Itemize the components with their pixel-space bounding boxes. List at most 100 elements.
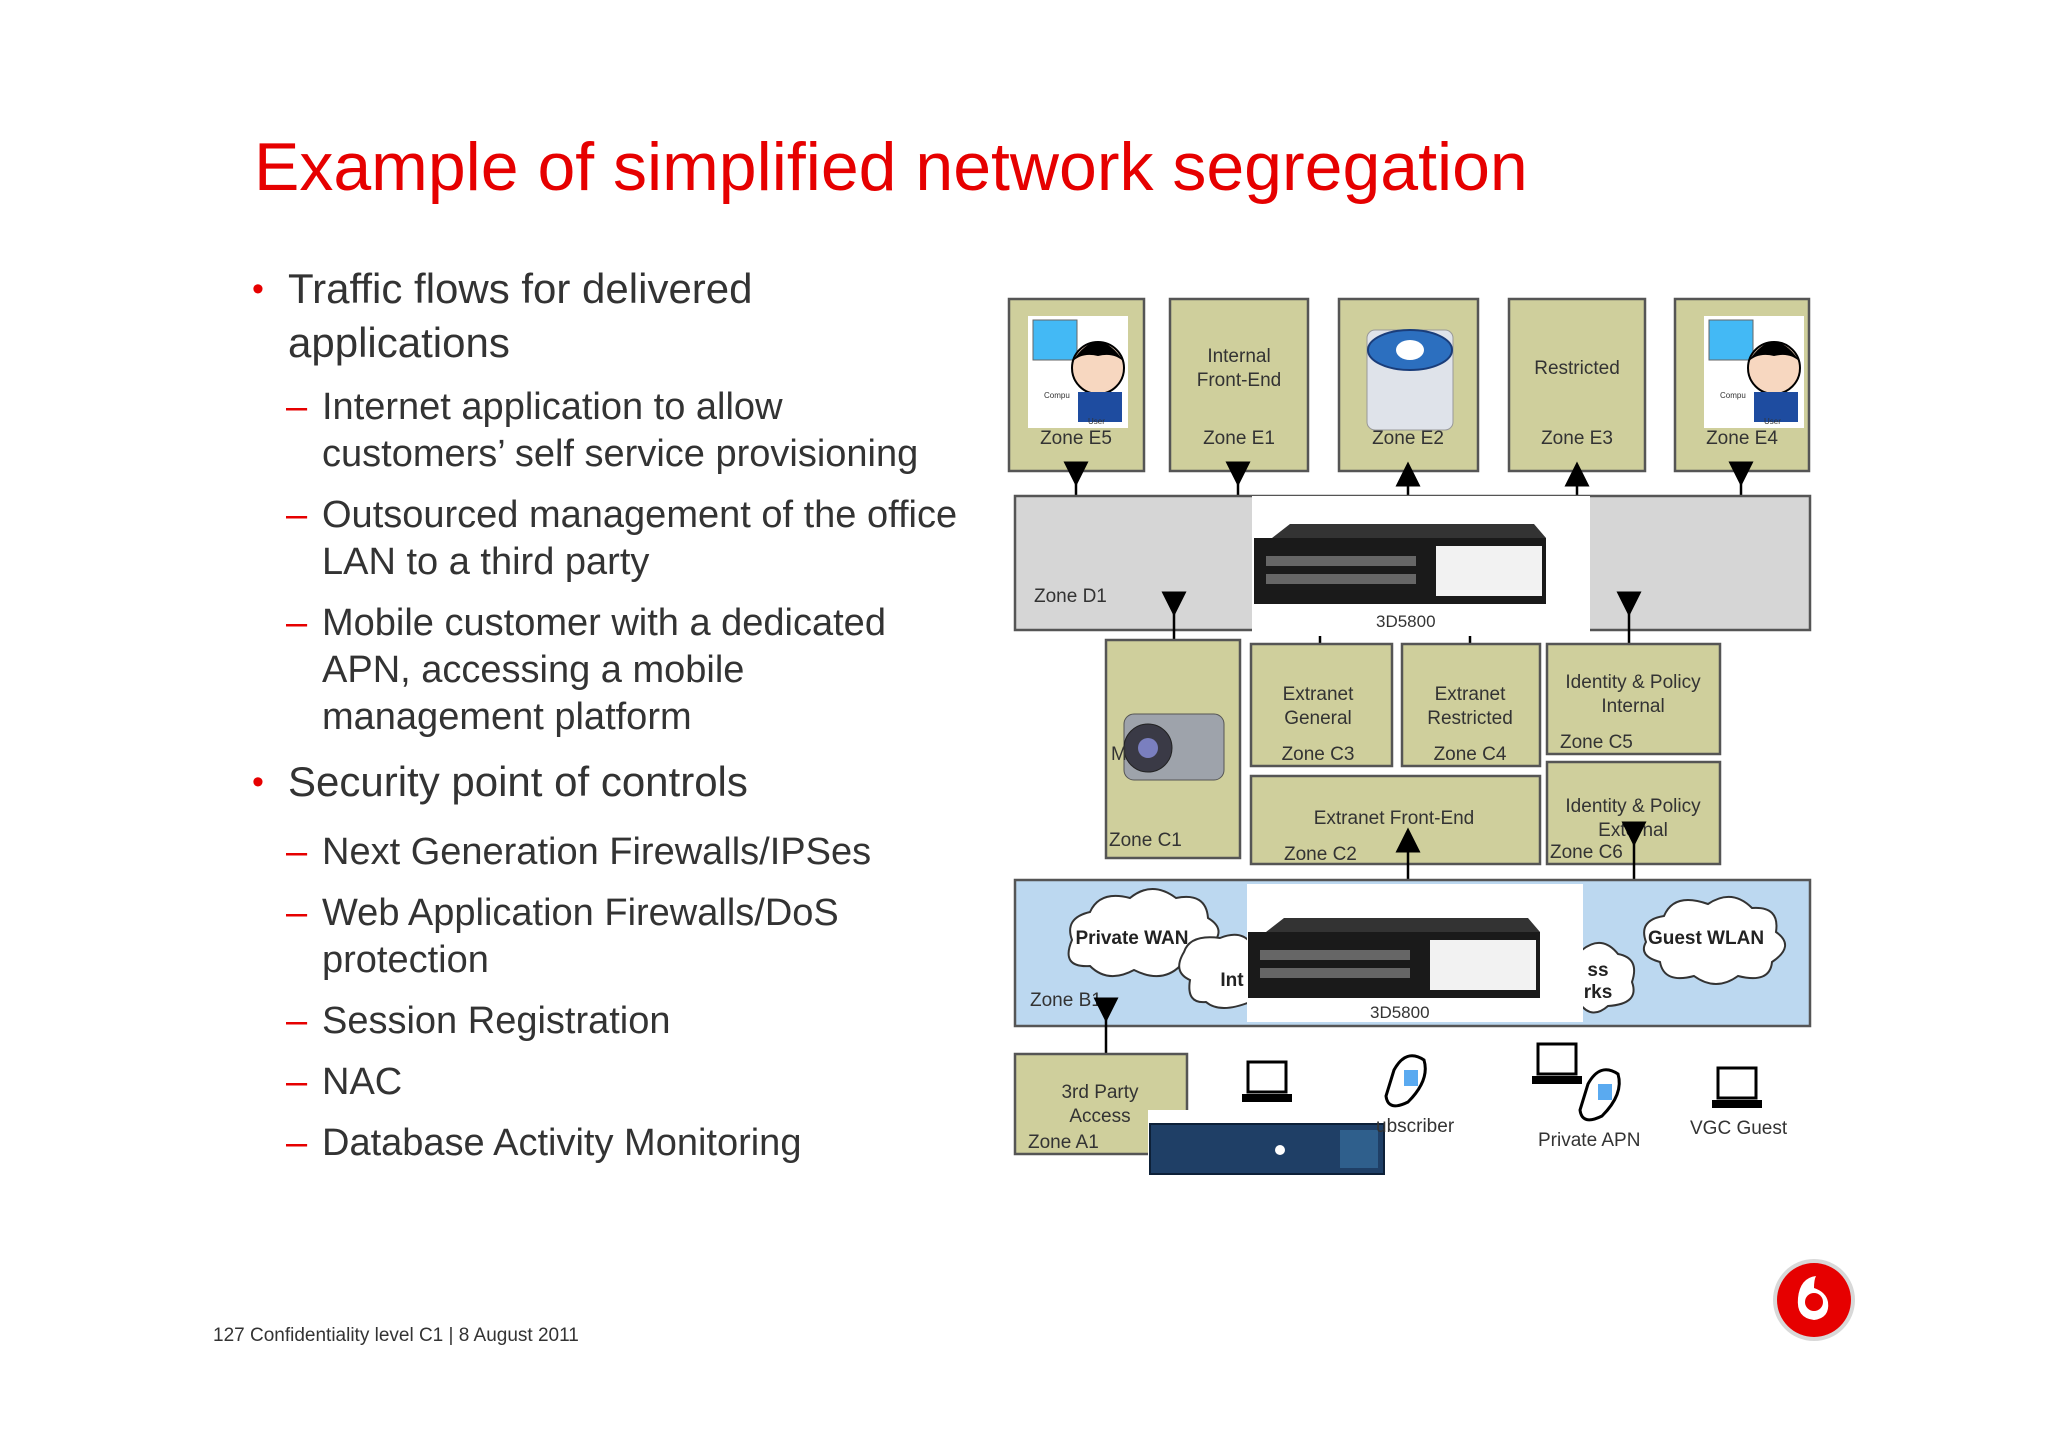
zone-label: Zone C4: [1434, 744, 1507, 765]
bullet-level2: –Outsourced management of the office LAN…: [252, 492, 972, 586]
bullet-level2: –Internet application to allow customers…: [252, 384, 972, 478]
zone-label: Zone B1: [1030, 990, 1102, 1011]
zone-title: General: [1284, 708, 1352, 729]
computer-label: Compu: [1044, 391, 1070, 400]
zone-title: Internal: [1207, 346, 1270, 367]
dash-marker: –: [286, 831, 308, 873]
firewall-device-top: 3D5800: [1252, 496, 1590, 640]
zone-c3: Extranet General Zone C3: [1249, 642, 1394, 768]
cloud-label: rks: [1584, 982, 1613, 1003]
zone-label: Zone E5: [1040, 428, 1112, 449]
endpoint-label: Private APN: [1538, 1130, 1640, 1151]
zone-label: Zone C5: [1560, 732, 1633, 753]
cloud-guest-wlan: Guest WLAN: [1642, 896, 1786, 985]
device-label: 3D5800: [1376, 612, 1436, 631]
cloud-private-wan: Private WAN: [1067, 888, 1220, 977]
bullet-text: Mobile customer with a dedicated APN, ac…: [322, 602, 886, 738]
firewall-device-bottom: 3D5800: [1247, 884, 1583, 1022]
network-diagram: .zbox { fill:#cfcf9c; stroke:#555; strok…: [1007, 297, 1812, 1176]
bullet-list: Traffic flows for delivered applications…: [252, 262, 972, 1167]
bullet-level1: Security point of controls: [252, 755, 972, 809]
zone-title: Restricted: [1427, 708, 1513, 729]
zone-title: Identity & Policy: [1565, 672, 1701, 693]
zone-title: Front-End: [1197, 370, 1281, 391]
zone-c2: Extranet Front-End Zone C2: [1249, 774, 1542, 866]
cloud-label: Guest WLAN: [1648, 928, 1764, 949]
bullet-text: Web Application Firewalls/DoS protection: [322, 892, 839, 981]
zone-c5: Identity & Policy Internal Zone C5: [1545, 642, 1722, 756]
dash-marker: –: [286, 1122, 308, 1164]
zone-label: Zone C6: [1550, 842, 1623, 863]
zone-title: Extranet: [1435, 684, 1506, 705]
user-label: User: [1764, 417, 1781, 426]
zone-label: Zone E1: [1203, 428, 1275, 449]
zone-title: Restricted: [1534, 358, 1620, 379]
zone-label: Zone D1: [1034, 586, 1107, 607]
laptop-icon: [1716, 1066, 1758, 1100]
bullet-level2: –NAC: [252, 1059, 972, 1106]
zone-e5: Compu User Zone E5: [1007, 297, 1146, 473]
vodafone-logo-icon: [1773, 1259, 1855, 1341]
bullet-level1: Traffic flows for delivered applications: [252, 262, 972, 370]
zone-c4: Extranet Restricted Zone C4: [1400, 642, 1542, 768]
computer-icon: [1032, 319, 1078, 361]
zone-e4: Compu User Zone E4: [1673, 297, 1811, 473]
device-label: 3D5800: [1370, 1003, 1430, 1022]
cloud-internet: Int: [1178, 933, 1251, 1009]
laptop-icon: [1536, 1042, 1578, 1076]
cloud-label: ss: [1587, 960, 1608, 981]
bullet-level2: –Database Activity Monitoring: [252, 1120, 972, 1167]
zone-e1: Internal Front-End Zone E1: [1168, 297, 1310, 473]
vgc-guest-endpoint: VGC Guest: [1690, 1066, 1788, 1139]
bullet-level2: –Web Application Firewalls/DoS protectio…: [252, 890, 972, 984]
bullet-text: Next Generation Firewalls/IPSes: [322, 831, 872, 873]
zone-label: Zone C2: [1284, 844, 1357, 865]
computer-label: Compu: [1720, 391, 1746, 400]
zone-title: Access: [1069, 1106, 1130, 1127]
zone-label: Zone C3: [1282, 744, 1355, 765]
bullet-text: Outsourced management of the office LAN …: [322, 494, 958, 583]
bullet-text: Session Registration: [322, 1000, 671, 1042]
dash-marker: –: [286, 1000, 308, 1042]
zone-title: Internal: [1601, 696, 1664, 717]
computer-icon: [1708, 319, 1754, 361]
zone-e2: Zone E2: [1337, 297, 1480, 473]
subscriber-endpoint: ubscriber: [1376, 1054, 1455, 1137]
slide-title: Example of simplified network segregatio…: [254, 129, 1528, 205]
zone-title: 3rd Party: [1061, 1082, 1139, 1103]
bullet-text: Database Activity Monitoring: [322, 1122, 802, 1164]
zone-label: Zone E3: [1541, 428, 1613, 449]
zone-label: Zone A1: [1028, 1132, 1099, 1153]
bullet-text: Internet application to allow customers’…: [322, 386, 919, 475]
dash-marker: –: [286, 1061, 308, 1103]
bullet-level2: –Session Registration: [252, 998, 972, 1045]
bullet-level2: –Next Generation Firewalls/IPSes: [252, 829, 972, 876]
zone-e3: Restricted Zone E3: [1507, 297, 1647, 473]
cloud-networks: ss rks: [1578, 942, 1636, 1014]
endpoint-label: VGC Guest: [1690, 1118, 1788, 1139]
bullet-text: Security point of controls: [288, 758, 748, 805]
zone-label: Zone E2: [1372, 428, 1444, 449]
zone-label: Zone C1: [1109, 830, 1182, 851]
dash-marker: –: [286, 386, 308, 428]
zone-title: Extranet Front-End: [1314, 808, 1475, 829]
laptop-icon: [1242, 1060, 1292, 1102]
cloud-label: Private WAN: [1076, 928, 1189, 949]
dash-marker: –: [286, 494, 308, 536]
zone-title: Extranet: [1283, 684, 1354, 705]
bullet-text: Traffic flows for delivered applications: [288, 265, 753, 366]
bullet-level2: –Mobile customer with a dedicated APN, a…: [252, 600, 972, 741]
bullet-text: NAC: [322, 1061, 403, 1103]
zone-partial-letter: M: [1111, 744, 1127, 765]
endpoint-label: ubscriber: [1376, 1116, 1455, 1137]
footer: 127 Confidentiality level C1 | 8 August …: [213, 1325, 579, 1346]
cloud-label: Int: [1220, 970, 1244, 991]
dash-marker: –: [286, 602, 308, 644]
private-apn-endpoint: Private APN: [1532, 1042, 1640, 1151]
zone-c1: M Zone C1: [1104, 638, 1242, 860]
dash-marker: –: [286, 892, 308, 934]
zone-label: Zone E4: [1706, 428, 1778, 449]
rack-server-icon: [1148, 1110, 1385, 1176]
zone-title: Identity & Policy: [1565, 796, 1701, 817]
user-label: User: [1088, 417, 1105, 426]
